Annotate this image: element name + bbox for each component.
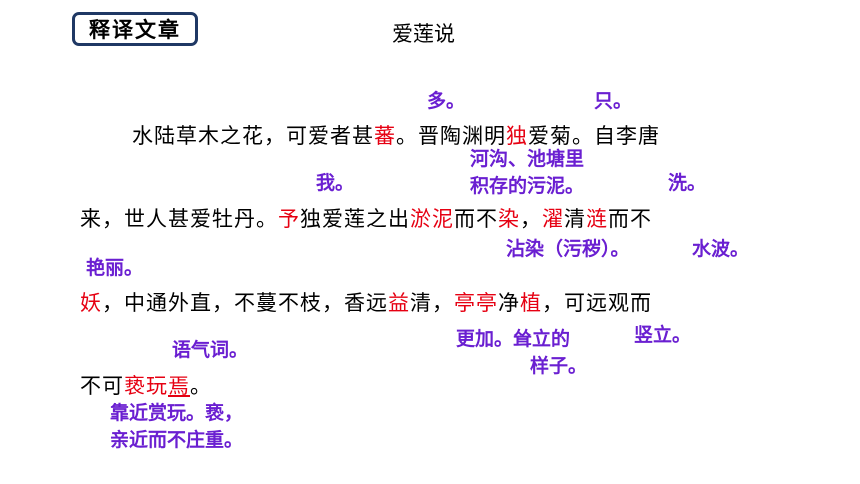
highlight-yao: 妖 [80, 291, 102, 315]
note-hegou-line1: 河沟、池塘里 [470, 148, 585, 170]
highlight-xiewan: 亵玩 [124, 374, 168, 398]
highlight-fan: 蕃 [374, 124, 396, 148]
text-segment: 。晋陶渊明 [396, 124, 506, 148]
note-wo: 我。 [316, 172, 355, 194]
text-segment: 清 [564, 207, 586, 231]
note-kaojin-line1: 靠近赏玩。亵， [110, 402, 244, 424]
text-line-1: 水陆草木之花，可爱者甚蕃。晋陶渊明独爱菊。自李唐 [132, 120, 660, 150]
highlight-du: 独 [506, 124, 528, 148]
text-segment: ，可远观而 [542, 291, 652, 315]
section-badge: 释译文章 [72, 12, 198, 46]
highlight-yi: 益 [388, 291, 410, 315]
highlight-lian: 涟 [586, 207, 608, 231]
text-segment: ，中通外直，不蔓不枝，香远 [102, 291, 388, 315]
text-segment: 爱菊。自李唐 [528, 124, 660, 148]
text-segment: ， [520, 207, 542, 231]
note-yuqi: 语气词。 [172, 339, 249, 361]
note-yanli: 艳丽。 [86, 257, 144, 279]
text-line-4: 不可亵玩焉。 [80, 370, 212, 400]
text-line-2: 来，世人甚爱牡丹。予独爱莲之出淤泥而不染，濯清涟而不 [80, 203, 652, 233]
text-segment: 净 [498, 291, 520, 315]
note-gengjia: 更加。耸立的 [456, 328, 571, 350]
highlight-yan: 焉 [168, 374, 190, 398]
article-title: 爱莲说 [392, 22, 455, 46]
highlight-zhi: 植 [520, 291, 542, 315]
highlight-yuni: 淤泥 [410, 207, 454, 231]
text-segment: 不可 [80, 374, 124, 398]
note-shuli: 竖立。 [634, 324, 692, 346]
note-yangzi: 样子。 [530, 355, 588, 377]
highlight-tingting: 亭亭 [454, 291, 498, 315]
highlight-ran: 染 [498, 207, 520, 231]
note-zhi: 只。 [594, 90, 633, 112]
text-segment: 而不 [454, 207, 498, 231]
note-xi: 洗。 [668, 172, 707, 194]
text-segment: 清， [410, 291, 454, 315]
note-kaojin-line2: 亲近而不庄重。 [110, 429, 244, 451]
highlight-yu: 予 [278, 207, 300, 231]
text-segment: 来，世人甚爱牡丹。 [80, 207, 278, 231]
text-segment: 水陆草木之花，可爱者甚 [132, 124, 374, 148]
note-hegou-line2: 积存的污泥。 [470, 175, 585, 197]
text-segment: 独爱莲之出 [300, 207, 410, 231]
section-badge-label: 释译文章 [89, 18, 181, 42]
highlight-zhuo: 濯 [542, 207, 564, 231]
text-line-3: 妖，中通外直，不蔓不枝，香远益清，亭亭净植，可远观而 [80, 287, 652, 317]
note-shuibo: 水波。 [692, 238, 750, 260]
text-segment: 而不 [608, 207, 652, 231]
note-duo: 多。 [427, 90, 466, 112]
text-segment: 。 [190, 374, 212, 398]
note-zhanran: 沾染（污秽）。 [506, 238, 630, 260]
